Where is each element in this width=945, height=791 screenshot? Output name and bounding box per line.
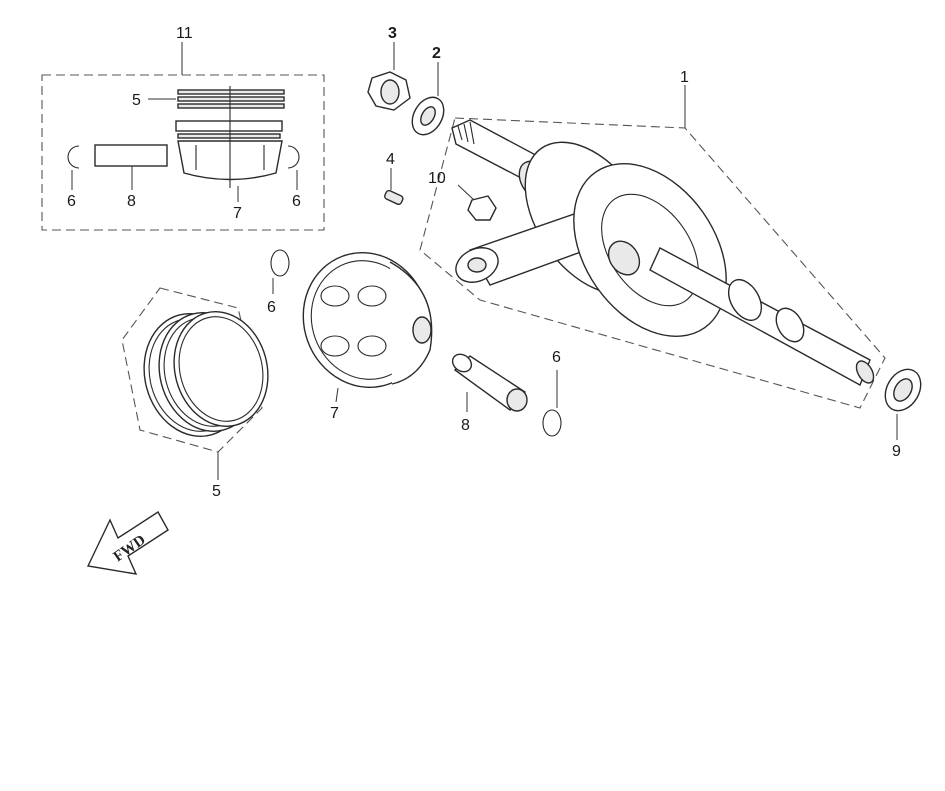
piston-pin <box>451 353 528 412</box>
kit-clip-left <box>67 145 80 169</box>
oil-jet-bolt <box>457 184 497 221</box>
clip-right <box>542 370 562 437</box>
callout-9: 9 <box>892 443 901 460</box>
woodruff-key <box>384 168 404 206</box>
clip-left <box>270 249 290 294</box>
callout-1: 1 <box>680 69 689 86</box>
piston-kit-outline <box>41 74 325 231</box>
piston-kit-group <box>41 42 325 231</box>
callout-10: 10 <box>428 170 446 187</box>
kit-piston-rings <box>148 89 285 109</box>
crank-nut <box>367 42 411 111</box>
callout-5-main: 5 <box>212 483 221 500</box>
callout-2: 2 <box>432 45 441 62</box>
callout-6-main-right: 6 <box>552 349 561 366</box>
callout-6-kit-left: 6 <box>67 193 76 210</box>
callout-7-main: 7 <box>330 405 339 422</box>
callout-5-kit: 5 <box>132 92 141 109</box>
kit-piston-pin <box>94 144 168 167</box>
crank-web-right <box>573 163 727 337</box>
piston-ring-set <box>121 287 269 480</box>
forward-direction-arrow: FWD <box>86 511 169 575</box>
callout-3: 3 <box>388 25 397 42</box>
callout-8-main: 8 <box>461 417 470 434</box>
callout-11: 11 <box>176 25 193 42</box>
callout-7-kit: 7 <box>233 205 242 222</box>
callout-6-kit-right: 6 <box>292 193 301 210</box>
callout-8-kit: 8 <box>127 193 136 210</box>
crank-washer <box>411 62 445 136</box>
crankshaft-assembly <box>419 85 886 409</box>
kit-clip-right <box>287 145 300 169</box>
piston <box>302 251 433 403</box>
callout-6-main-left: 6 <box>267 299 276 316</box>
kit-piston <box>175 86 283 188</box>
oil-seal <box>884 368 922 440</box>
callout-4: 4 <box>386 151 395 168</box>
